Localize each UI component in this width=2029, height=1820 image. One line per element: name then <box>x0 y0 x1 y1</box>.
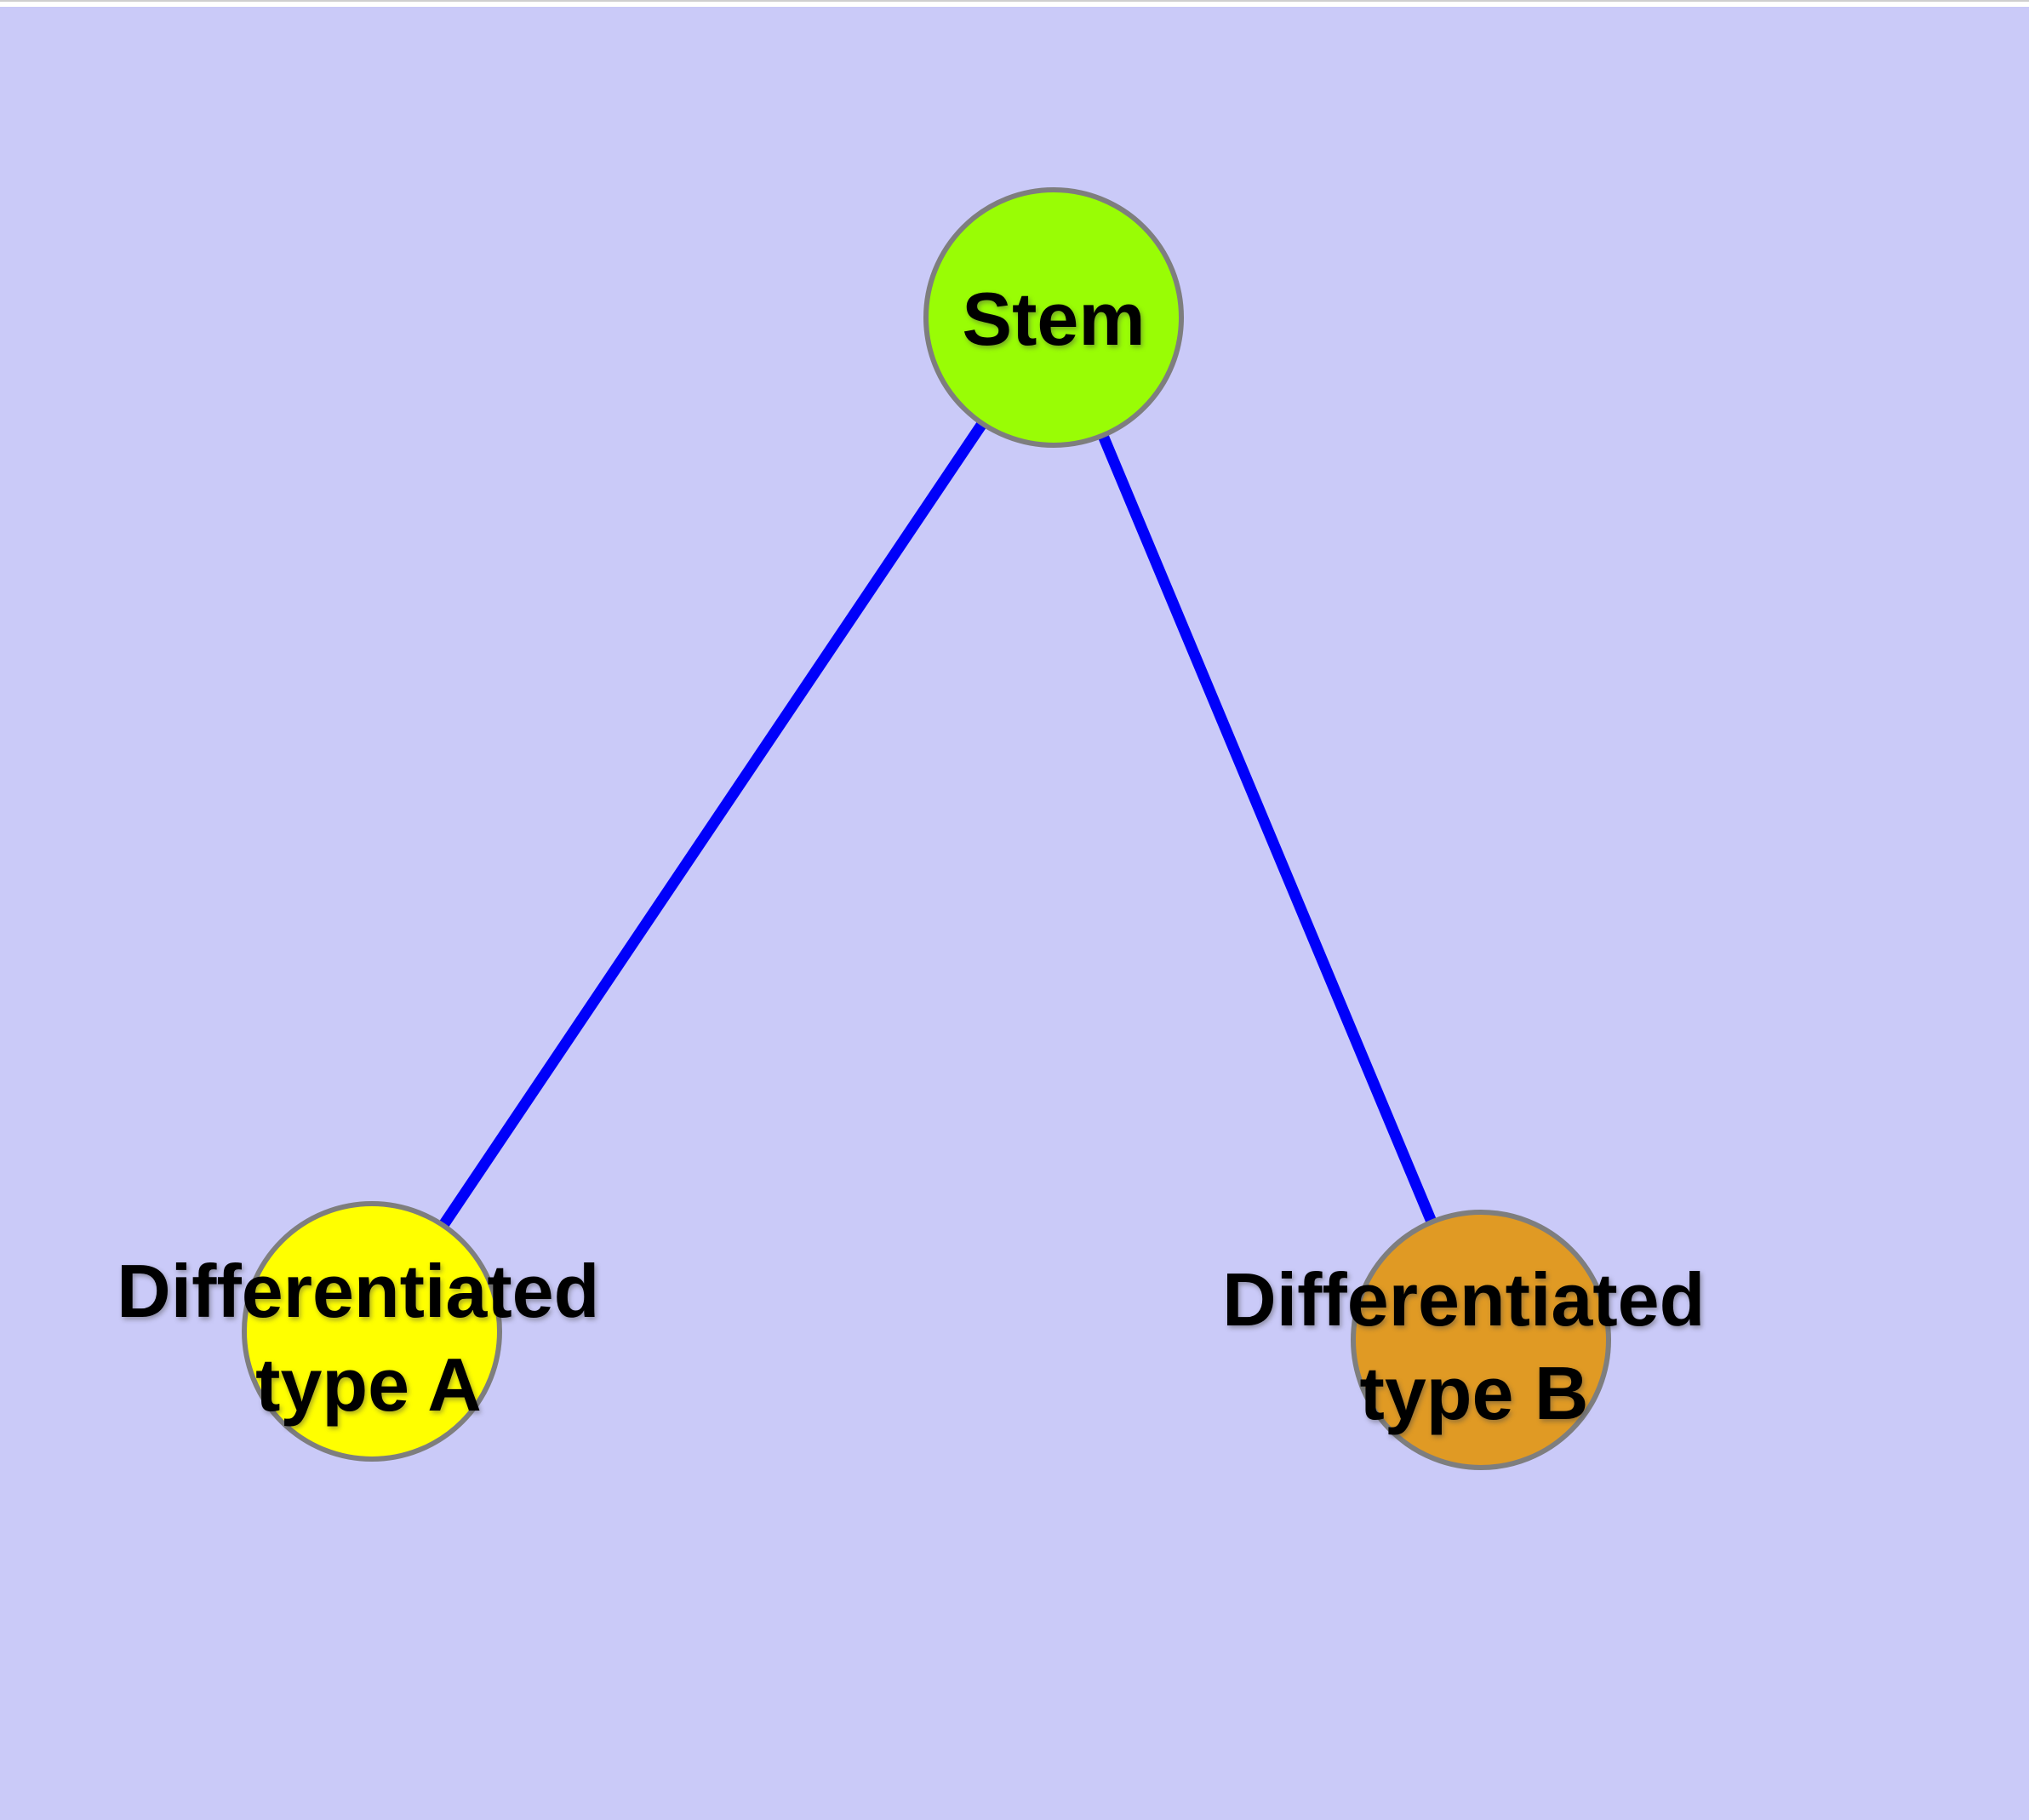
edge-stem-to-type-b <box>1049 315 1486 1342</box>
node-type-a-label-line-2: type A <box>255 1342 482 1427</box>
node-type-b-label: Differentiated type B <box>1222 1257 1726 1435</box>
node-stem-label-line: Stem <box>962 277 1145 361</box>
edge-stem-to-type-a <box>367 314 1059 1335</box>
top-margin-strip <box>0 0 2029 7</box>
label-layer: Stem Differentiated type A Differentiate… <box>117 277 1726 1435</box>
node-stem-label: Stem <box>962 277 1145 361</box>
node-stem-circle <box>923 187 1184 448</box>
top-hairline <box>0 0 2029 2</box>
node-type-b-circle <box>1351 1210 1611 1470</box>
node-type-a-label: Differentiated type A <box>117 1249 620 1427</box>
node-type-a-label-line-1: Differentiated <box>117 1249 599 1333</box>
node-layer <box>242 187 1611 1470</box>
node-type-b-label-line-1: Differentiated <box>1222 1257 1705 1342</box>
edge-layer <box>367 314 1486 1342</box>
node-type-a-circle <box>242 1201 502 1462</box>
node-type-b-label-line-2: type B <box>1360 1351 1589 1435</box>
